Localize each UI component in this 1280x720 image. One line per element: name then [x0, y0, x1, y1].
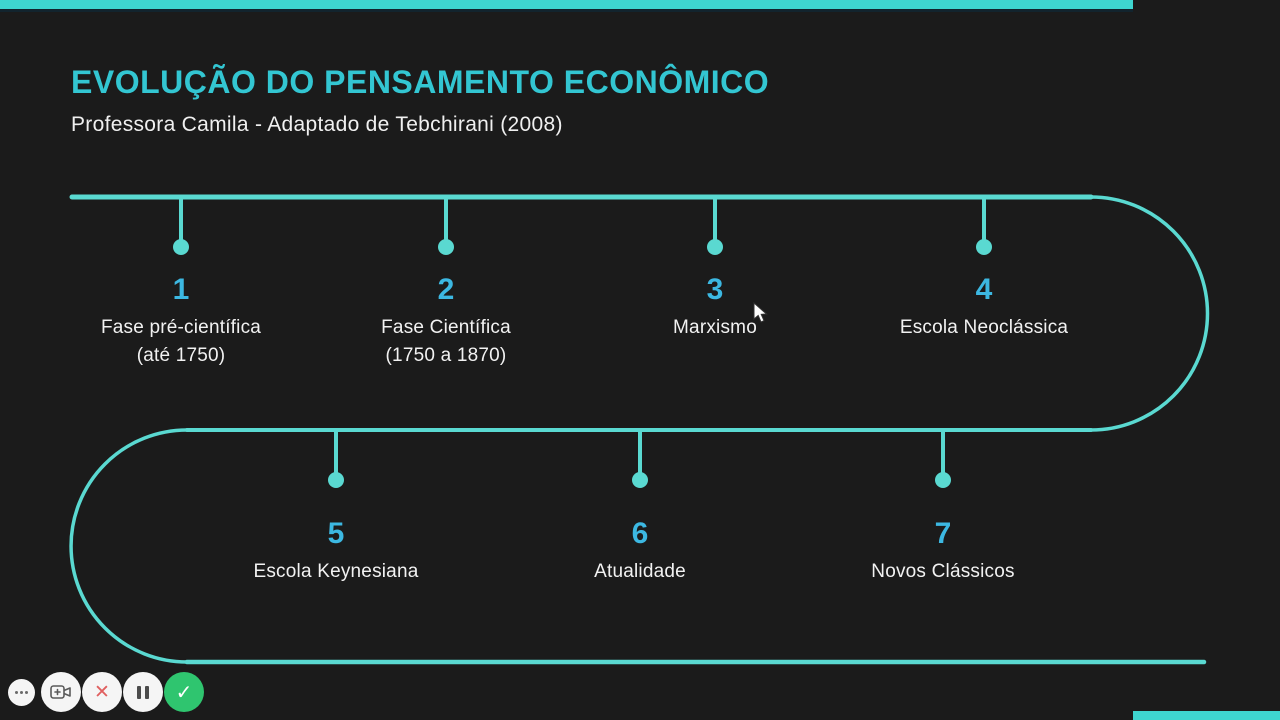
top-accent-bar: [0, 0, 1133, 9]
mouse-cursor: [753, 302, 768, 323]
timeline-item-5: 5 Escola Keynesiana: [196, 518, 476, 586]
item-number: 4: [975, 273, 993, 306]
close-button[interactable]: ✕: [82, 672, 122, 712]
close-icon: ✕: [94, 681, 110, 703]
item-label: Novos Clássicos: [871, 561, 1015, 582]
timeline-item-4: 4 Escola Neoclássica: [844, 274, 1124, 342]
bottom-accent-bar: [1133, 711, 1280, 720]
item-label: Fase Científica: [381, 317, 511, 338]
check-icon: ✓: [175, 681, 193, 704]
item-number: 1: [172, 273, 190, 306]
item-number: 5: [327, 517, 345, 550]
add-camera-button[interactable]: [41, 672, 81, 712]
more-options-icon: [15, 691, 28, 694]
item-number: 7: [934, 517, 952, 550]
timeline-item-3: 3 Marxismo: [575, 274, 855, 342]
more-options-button[interactable]: [8, 679, 35, 706]
pause-button[interactable]: [123, 672, 163, 712]
item-number: 3: [706, 273, 724, 306]
item-label: Escola Neoclássica: [899, 317, 1069, 338]
item-label: Escola Keynesiana: [253, 561, 419, 582]
confirm-button[interactable]: ✓: [164, 672, 204, 712]
slide-title: EVOLUÇÃO DO PENSAMENTO ECONÔMICO: [71, 64, 770, 100]
pause-icon: [137, 685, 141, 699]
top-accent-bar-shadow: [0, 9, 1133, 12]
video-camera-plus-icon: [50, 685, 71, 699]
item-number: 2: [437, 273, 455, 306]
timeline-dots: [173, 239, 992, 488]
timeline-item-6: 6 Atualidade: [500, 518, 780, 586]
item-sublabel: (até 1750): [136, 345, 226, 366]
item-number: 6: [631, 517, 649, 550]
timeline-item-7: 7 Novos Clássicos: [803, 518, 1083, 586]
item-label: Atualidade: [594, 561, 686, 582]
timeline-item-2: 2 Fase Científica (1750 a 1870): [306, 274, 586, 370]
item-label: Fase pré-científica: [100, 317, 262, 338]
item-sublabel: (1750 a 1870): [385, 345, 507, 366]
slide-subtitle: Professora Camila - Adaptado de Tebchira…: [71, 113, 563, 136]
timeline-item-1: 1 Fase pré-científica (até 1750): [41, 274, 321, 370]
item-label: Marxismo: [673, 317, 757, 338]
